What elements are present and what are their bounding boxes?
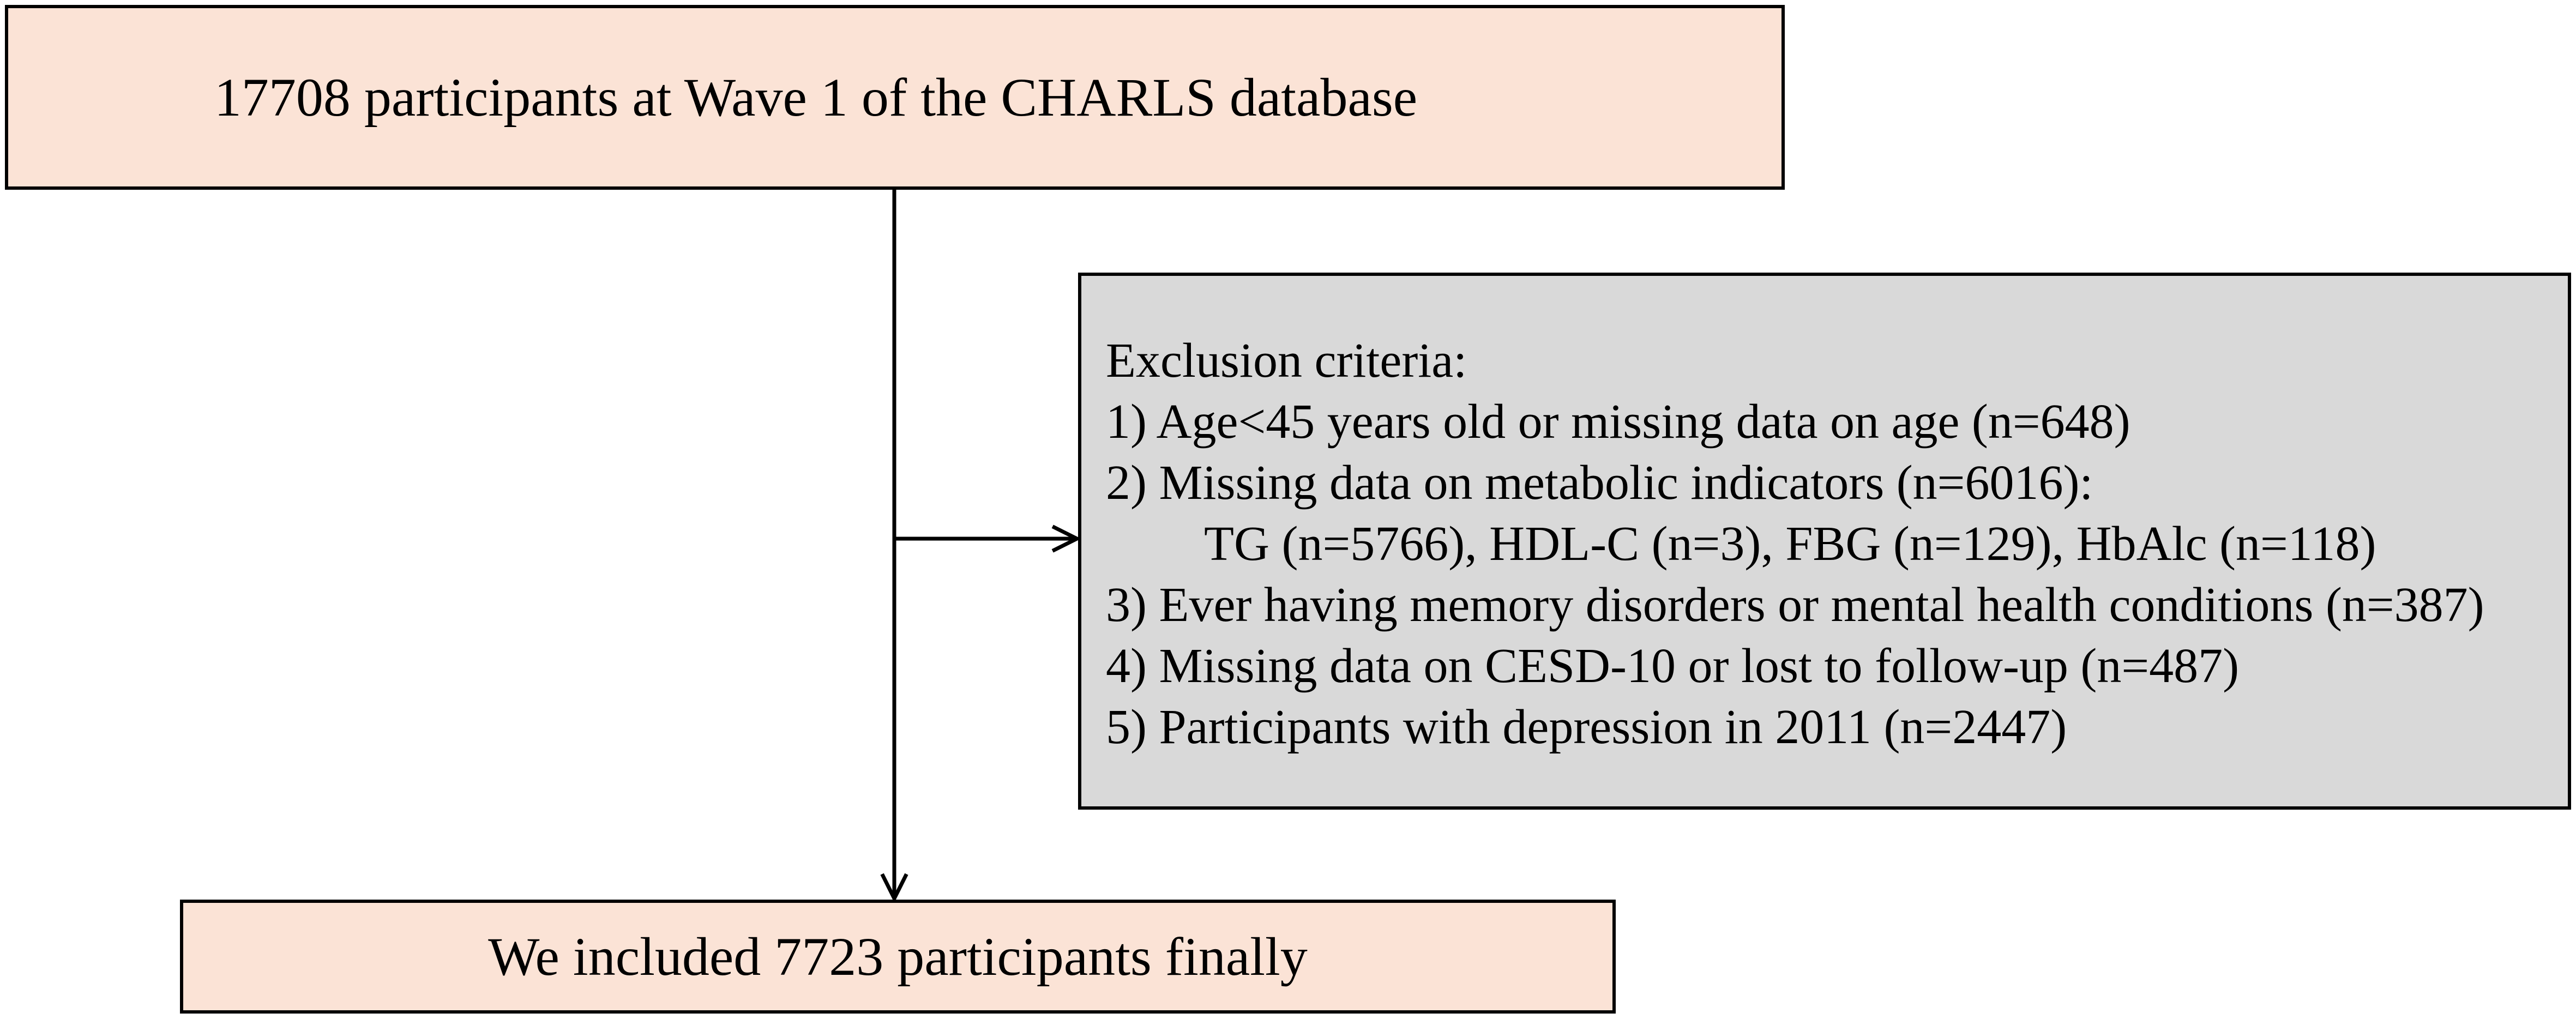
exclusion-item: 4) Missing data on CESD-10 or lost to fo… (1106, 639, 2240, 693)
final-sample-box: We included 7723 participants finally (180, 900, 1616, 1014)
start-population-label: 17708 participants at Wave 1 of the CHAR… (214, 67, 1418, 128)
final-sample-label: We included 7723 participants finally (488, 926, 1308, 987)
start-population-box: 17708 participants at Wave 1 of the CHAR… (5, 5, 1785, 190)
exclusion-item: 1) Age<45 years old or missing data on a… (1106, 395, 2130, 449)
exclusion-heading: Exclusion criteria: (1106, 334, 1467, 388)
exclusion-item: 3) Ever having memory disorders or menta… (1106, 578, 2484, 632)
exclusion-item: 5) Participants with depression in 2011 … (1106, 700, 2067, 754)
exclusion-item: 2) Missing data on metabolic indicators … (1106, 456, 2093, 510)
exclusion-subitem: TG (n=5766), HDL-C (n=3), FBG (n=129), H… (1204, 517, 2376, 571)
exclusion-criteria-box: Exclusion criteria: 1) Age<45 years old … (1078, 273, 2571, 810)
exclusion-criteria-list: Exclusion criteria: 1) Age<45 years old … (1106, 330, 2484, 758)
